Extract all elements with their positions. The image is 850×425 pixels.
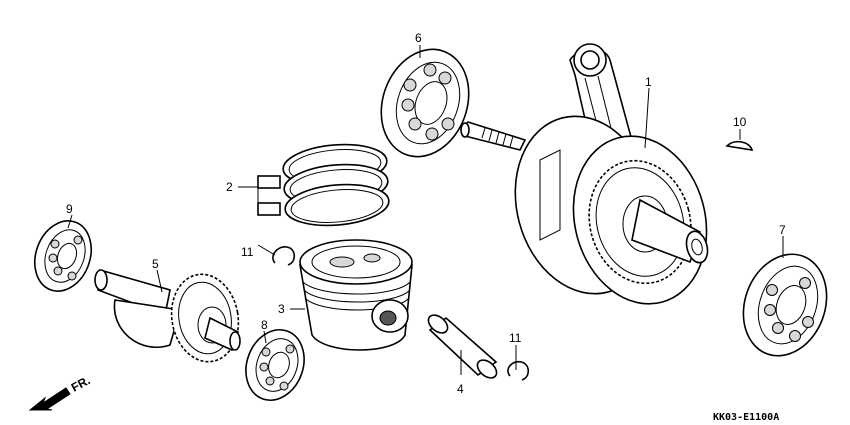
diagram-code: KK03-E1100A — [713, 412, 779, 423]
bearing-7 — [742, 253, 828, 357]
callout-11-upper: 11 — [241, 245, 254, 259]
key-10 — [725, 140, 754, 151]
leader-lines — [67, 45, 784, 375]
callout-11-lower: 11 — [509, 331, 522, 345]
callout-9: 9 — [66, 202, 73, 216]
callout-1: 1 — [645, 75, 652, 89]
piston-pin-4 — [427, 314, 498, 379]
piston-rings-2 — [257, 143, 390, 227]
front-label: FR. — [69, 373, 93, 394]
front-arrow-icon — [28, 387, 71, 411]
crankshaft-1 — [460, 43, 709, 305]
front-arrow: FR. — [28, 373, 93, 411]
circlip-11-upper — [272, 246, 296, 266]
callouts: 6 1 10 2 11 3 4 11 9 5 8 7 — [66, 31, 786, 396]
circlip-11-lower — [507, 360, 530, 381]
bearing-8 — [245, 329, 305, 401]
callout-7: 7 — [779, 223, 786, 237]
callout-3: 3 — [278, 302, 285, 316]
callout-5: 5 — [152, 257, 159, 271]
balancer-shaft-5 — [94, 268, 241, 363]
piston-3 — [299, 239, 413, 351]
callout-8: 8 — [261, 318, 268, 332]
callout-4: 4 — [457, 382, 464, 396]
callout-10: 10 — [733, 115, 747, 129]
callout-6: 6 — [415, 31, 422, 45]
bearing-6 — [380, 48, 470, 158]
bearing-9 — [33, 220, 93, 292]
callout-2: 2 — [226, 180, 233, 194]
